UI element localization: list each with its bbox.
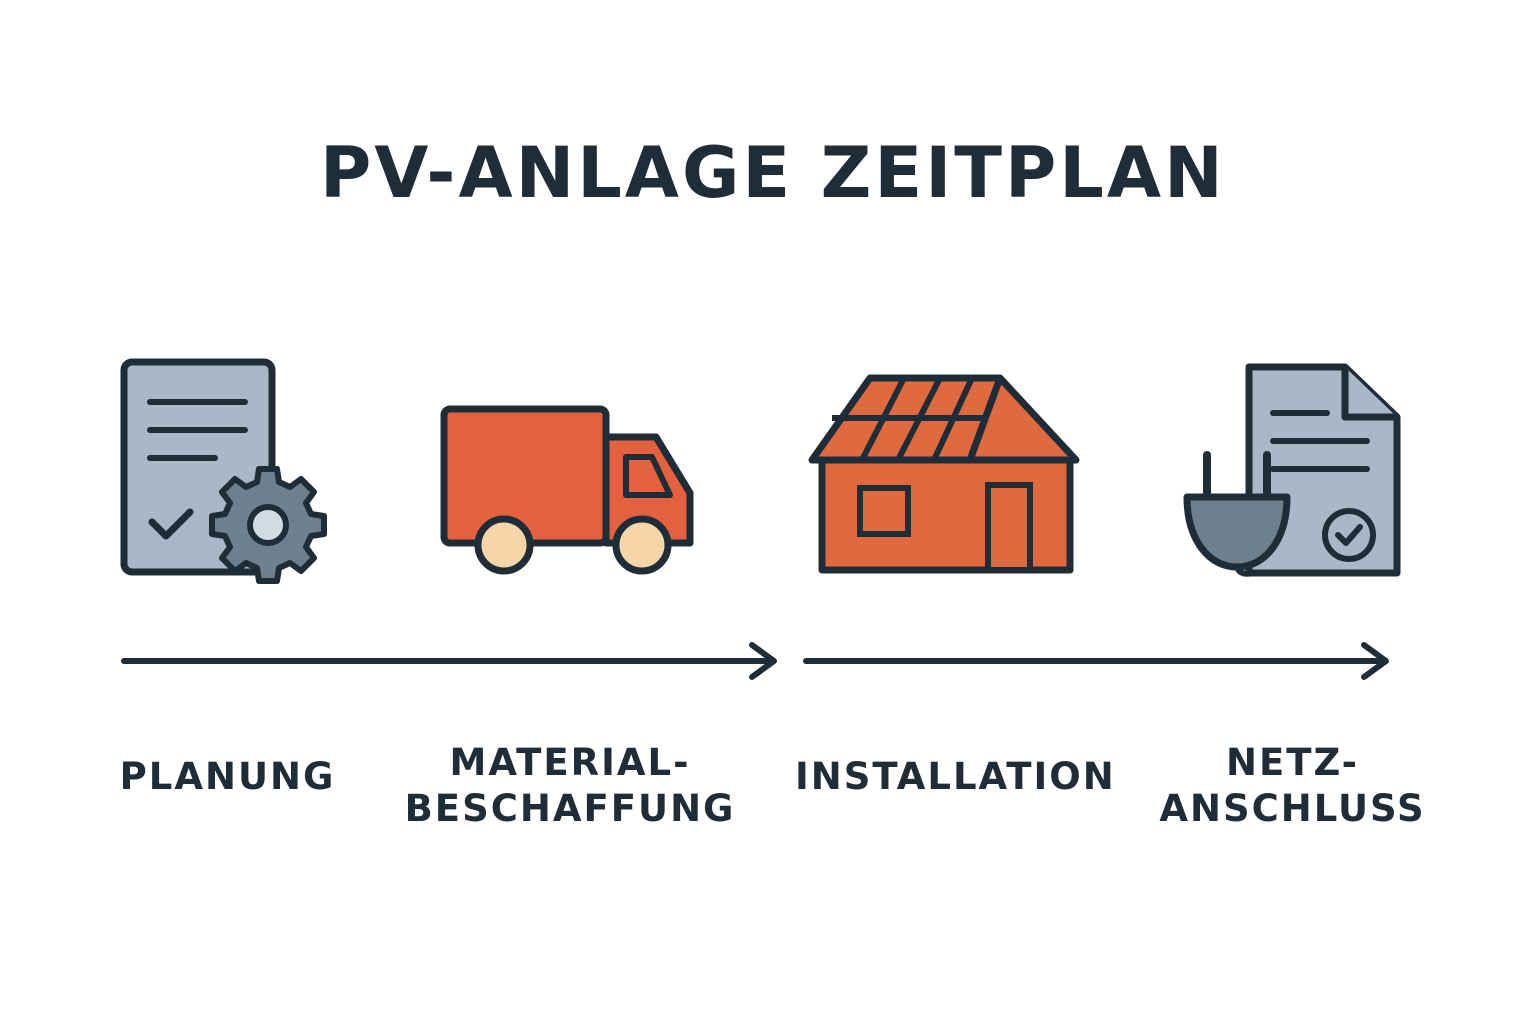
step-label-materialbeschaffung: MATERIAL- BESCHAFFUNG: [395, 740, 745, 832]
timeline: [0, 630, 1536, 700]
planning-document-gear-icon: [110, 350, 340, 590]
house-solar-roof-icon: [800, 360, 1090, 585]
step-label-netzanschluss: NETZ- ANSCHLUSS: [1150, 740, 1435, 832]
step-label-line: BESCHAFFUNG: [404, 787, 736, 830]
plug-document-icon: [1175, 355, 1415, 590]
timeline-arrow-right: [803, 642, 1389, 680]
page-title: PV-ANLAGE ZEITPLAN: [320, 132, 1226, 214]
step-label-line: MATERIAL-: [449, 741, 691, 784]
step-label-installation: INSTALLATION: [795, 754, 1116, 800]
step-label-planung: PLANUNG: [110, 754, 345, 800]
delivery-truck-icon: [430, 395, 710, 585]
step-label-line: NETZ-: [1225, 741, 1359, 784]
step-label-line: ANSCHLUSS: [1159, 787, 1426, 830]
step-label-line: INSTALLATION: [795, 755, 1116, 798]
step-label-line: PLANUNG: [119, 755, 336, 798]
timeline-arrow-left: [121, 642, 777, 680]
